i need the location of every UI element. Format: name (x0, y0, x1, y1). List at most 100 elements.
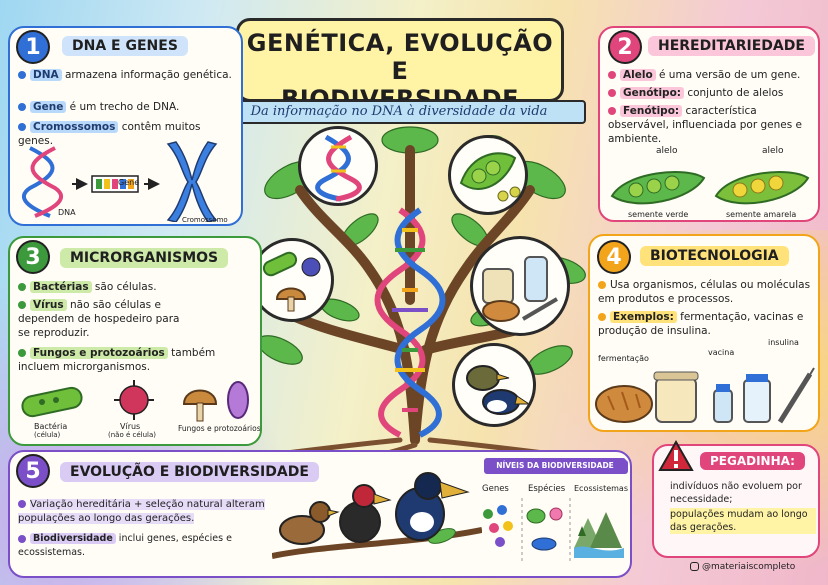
s3-bullet-3: Fungos e protozoários também incluem mic… (18, 346, 248, 374)
section-hereditariedade: HEREDITARIEDADE Alelo é uma versão de um… (598, 26, 820, 222)
label-fermentacao: fermentação (598, 354, 649, 363)
s2-key-2: Genótipo: (620, 87, 684, 99)
species-icon (526, 507, 563, 551)
pea-pod-icon (459, 152, 521, 202)
s4-text-1: Usa organismos, células ou moléculas em … (598, 279, 811, 305)
genes-dots-icon (483, 505, 513, 547)
green-pod-icon (610, 171, 706, 205)
microbes-circle (250, 238, 334, 322)
label-gene: Gene (118, 178, 140, 187)
s1-bullet-3: Cromossomos contêm muitos genes. (18, 120, 233, 148)
s1-text-1: armazena informação genética. (61, 69, 232, 81)
fermentation-jar-icon (653, 371, 699, 423)
label-vacina: vacina (708, 348, 735, 357)
brown-bird-icon (279, 501, 340, 545)
microorganisms-illustration (21, 380, 249, 422)
vaccine-vial-icon (713, 384, 733, 423)
pea-pods-illustration (610, 171, 810, 205)
section-1-title: DNA E GENES (62, 36, 188, 56)
dna-circle (298, 126, 378, 206)
section-4-number: 4 (597, 240, 631, 274)
virus-icon (114, 380, 154, 420)
fungi-protozoa-icon (182, 381, 249, 422)
s5-key-2: Biodiversidade (30, 533, 116, 544)
birds-icon (466, 365, 531, 415)
s3-key-2: Vírus (30, 299, 67, 311)
label-bacteria: Bactéria (34, 422, 68, 431)
s1-key-2: Gene (30, 101, 67, 113)
s3-key-3: Fungos e protozoários (30, 347, 168, 359)
level-especies: Espécies (528, 484, 566, 494)
main-title-banner: GENÉTICA, EVOLUÇÃO E BIODIVERSIDADE (236, 18, 564, 113)
label-alelo-2: alelo (762, 146, 784, 156)
s2-bullet-2: Genótipo: conjunto de alelos (608, 86, 816, 100)
blue-bird-icon (395, 472, 470, 541)
main-title-line1: GENÉTICA, EVOLUÇÃO E (246, 29, 554, 85)
pegadinha-title: PEGADINHA: (700, 452, 805, 470)
section-microrganismos: MICRORGANISMOS Bactérias são células. Ví… (8, 236, 262, 446)
s1-key-3: Cromossomos (30, 121, 119, 133)
s4-key-2: Exemplos: (610, 311, 677, 323)
section-1-number: 1 (16, 30, 50, 64)
red-bird-icon (339, 484, 392, 543)
s1-text-2: é um trecho de DNA. (66, 101, 180, 113)
label-semente-amarela: semente amarela (726, 210, 797, 219)
levels-icons (483, 498, 624, 562)
label-semente-verde: semente verde (628, 210, 689, 219)
instagram-icon (690, 562, 699, 571)
insulin-vial-icon (743, 374, 771, 423)
s5-bullet-2: Biodiversidade inclui genes, espécies e … (18, 532, 288, 560)
s3-text-3: também incluem microrganismos. (18, 347, 216, 373)
s3-text-2: não são células e dependem de hospedeiro… (18, 299, 180, 339)
pegadinha-text-2: populações mudam ao longo das gerações. (670, 508, 816, 534)
biotech-illustration (595, 367, 815, 424)
warning-icon (658, 440, 694, 471)
section-dna-genes: DNA E GENES DNA armazena informação gené… (8, 26, 243, 226)
pegadinha-text-1: indivíduos não evoluem por necessidade; (670, 481, 802, 505)
section-3-title: MICRORGANISMOS (60, 248, 229, 268)
biotech-icon (482, 256, 559, 322)
s5-text-1: Variação hereditária + seleção natural a… (18, 499, 265, 524)
section-biotecnologia: BIOTECNOLOGIA Usa organismos, células ou… (588, 234, 820, 432)
s2-bullet-3: Fenótipo: característica observável, inf… (608, 104, 816, 146)
s2-text-1: é uma versão de um gene. (655, 69, 801, 81)
birds-circle (452, 343, 536, 427)
label-virus: Vírus (120, 422, 141, 431)
yellow-pod-icon (714, 171, 810, 205)
label-fungos: Fungos e protozoários (178, 424, 261, 433)
section-5-number: 5 (16, 454, 50, 488)
s3-key-1: Bactérias (30, 281, 92, 293)
label-bacteria-sub: (célula) (34, 431, 61, 439)
s4-bullet-2: Exemplos: fermentação, vacinas e produçã… (598, 310, 816, 338)
pegadinha-box: PEGADINHA: indivíduos não evoluem por ne… (652, 444, 820, 558)
gene-segment-icon (91, 175, 139, 193)
subtitle-banner: Da informação no DNA à diversidade da vi… (212, 100, 586, 124)
biotech-circle (470, 236, 570, 336)
s5-bullet-1: Variação hereditária + seleção natural a… (18, 498, 268, 526)
s1-key-1: DNA (30, 69, 62, 81)
dna-strand-icon (22, 146, 63, 218)
s3-bullet-1: Bactérias são células. (18, 280, 258, 294)
bacteria-icon (21, 386, 83, 418)
label-dna: DNA (58, 208, 76, 217)
section-2-number: 2 (608, 30, 642, 64)
s1-bullet-2: Gene é um trecho de DNA. (18, 100, 233, 114)
s1-text-3: contêm muitos genes. (18, 121, 201, 147)
bread-icon (595, 385, 653, 423)
ecosystem-icon (574, 512, 624, 558)
level-genes: Genes (482, 484, 509, 494)
s2-text-2: conjunto de alelos (683, 87, 784, 99)
levels-header: NÍVEIS DA BIODIVERSIDADE (484, 458, 626, 474)
section-2-title: HEREDITARIEDADE (648, 36, 815, 56)
label-insulina: insulina (768, 338, 799, 347)
dna-to-chromosome-diagram (22, 141, 218, 222)
birds-branch-illustration (272, 472, 482, 559)
label-cromossomo: Cromossomo (182, 216, 228, 224)
s2-text-3: característica observável, influenciada … (608, 105, 803, 145)
biodiversity-levels-panel: NÍVEIS DA BIODIVERSIDADE Genes Espécies … (478, 458, 628, 570)
section-3-number: 3 (16, 240, 50, 274)
syringe-icon (777, 367, 815, 424)
section-4-title: BIOTECNOLOGIA (640, 246, 789, 266)
section-5-title: EVOLUÇÃO E BIODIVERSIDADE (60, 462, 319, 482)
s1-bullet-1: DNA armazena informação genética. (18, 68, 233, 82)
